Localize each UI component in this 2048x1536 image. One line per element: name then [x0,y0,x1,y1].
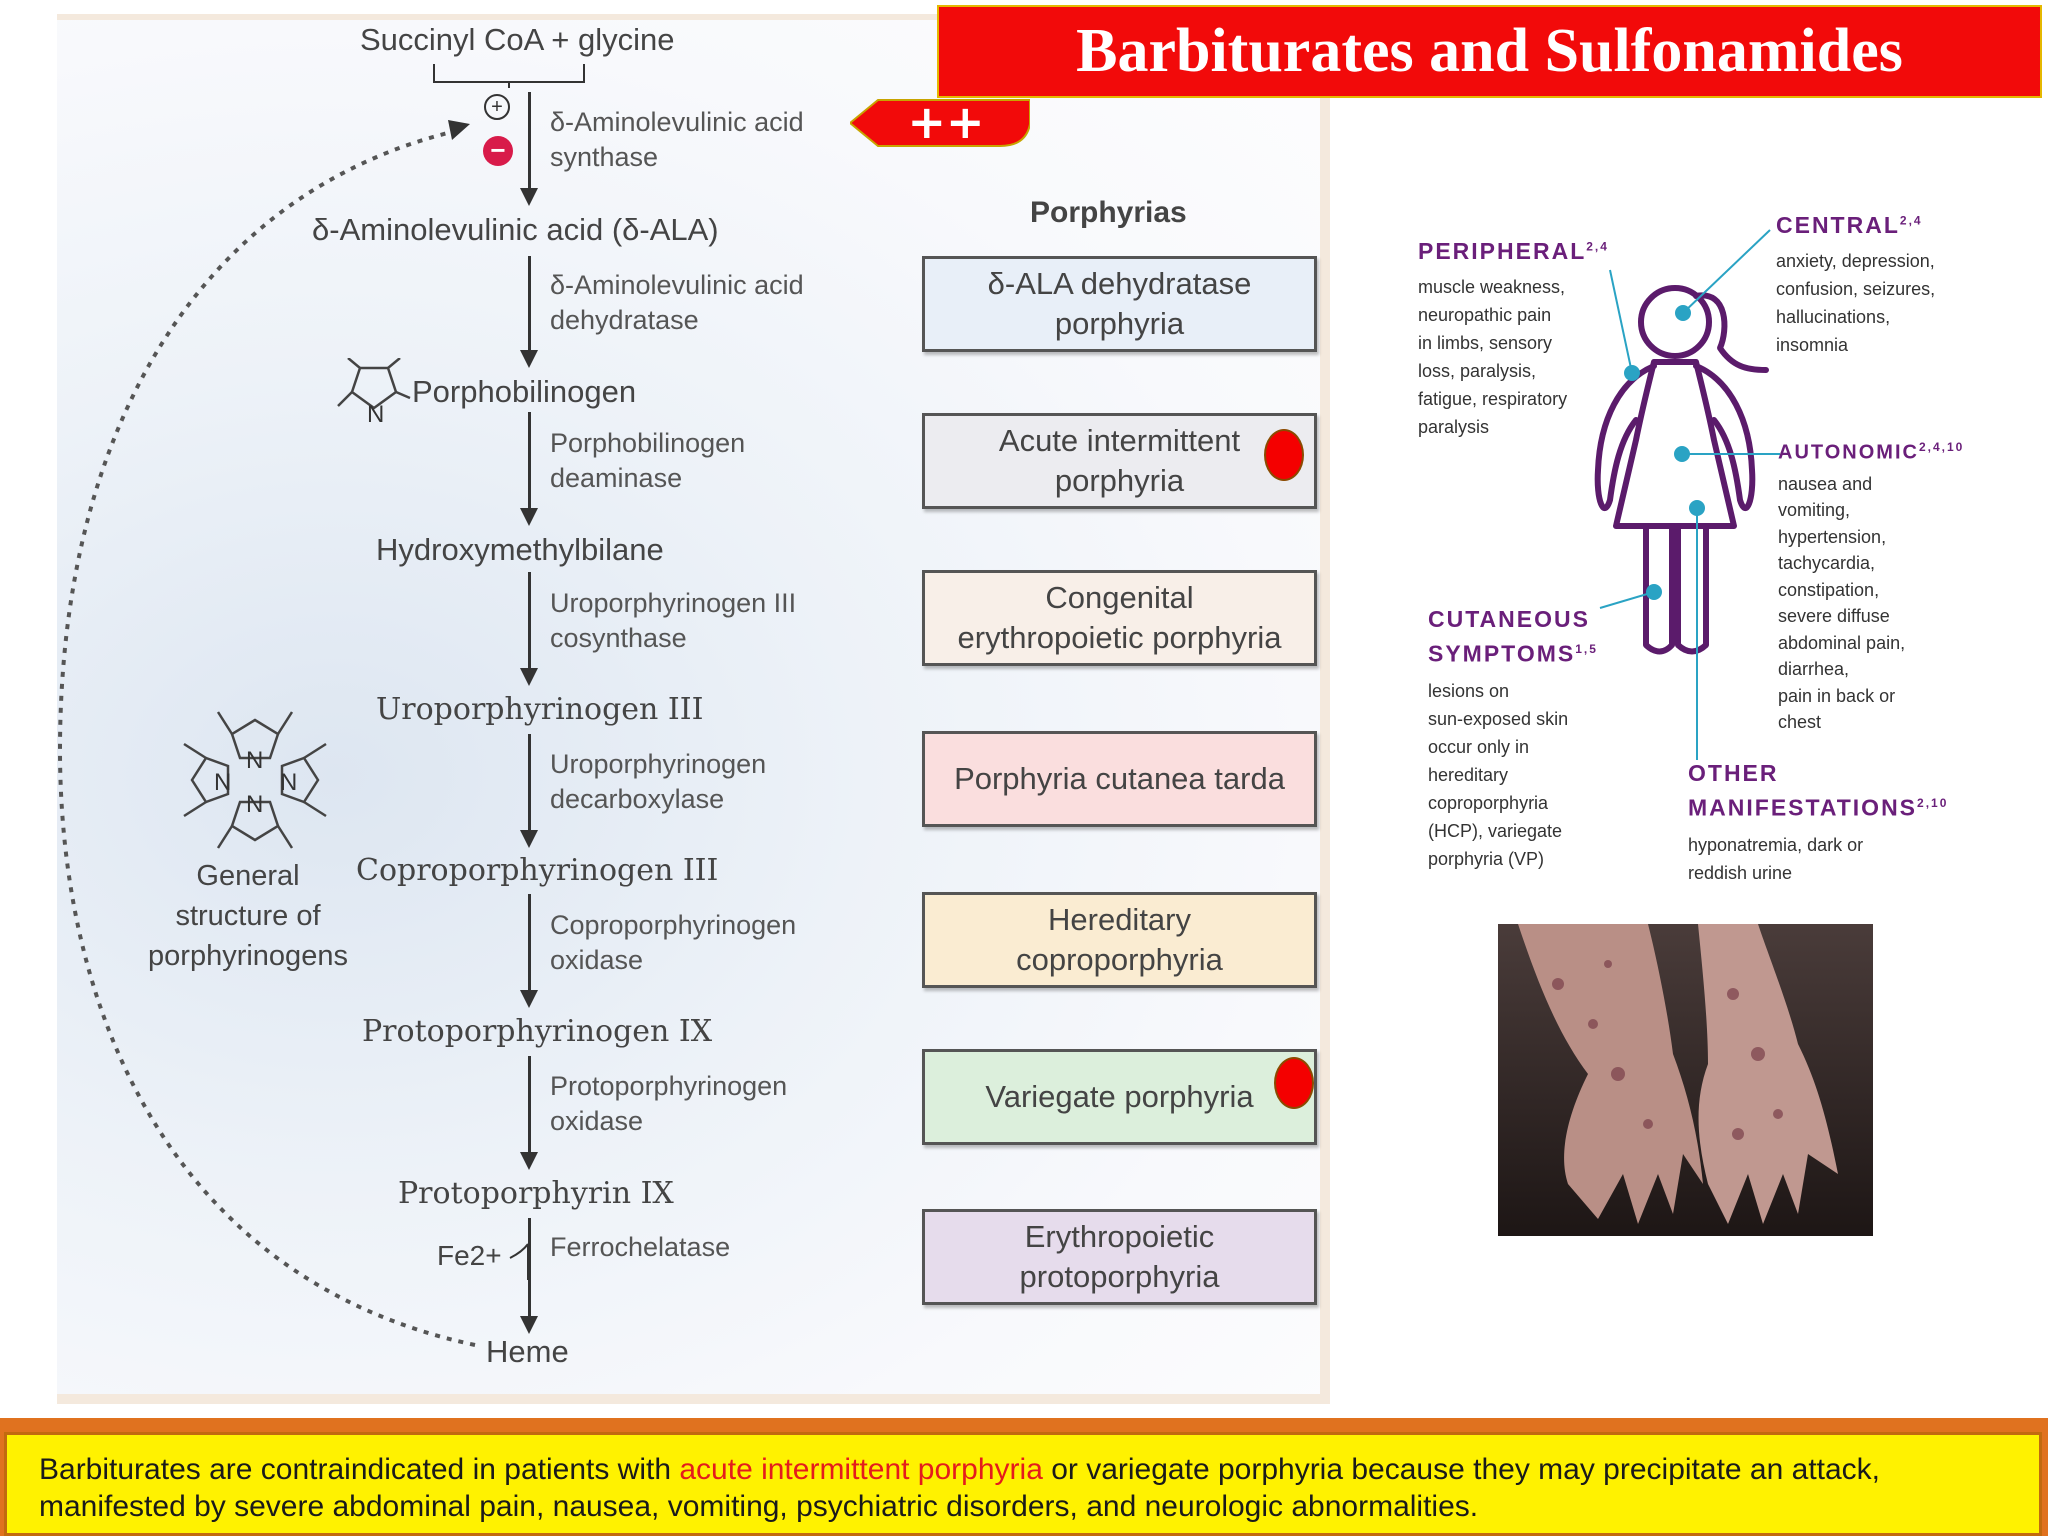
arrow-head-7 [520,1152,538,1170]
porphyrinogen-structure-icon: N N N N [183,711,327,849]
iron-label: Fe2+ [437,1240,502,1271]
enzyme-ferrochelatase: Ferrochelatase [550,1232,731,1262]
caption-highlight: acute intermittent porphyria [679,1453,1043,1486]
slide-title: Barbiturates and Sulfonamides [937,5,2042,98]
pyrrole-structure-icon: N [337,358,411,426]
metabolite-protoporphyrin-ix: Protoporphyrin IX [398,1176,674,1211]
other-heading: OTHER MANIFESTATIONS2,10 [1688,760,1949,821]
arrow-4 [528,572,531,672]
metabolite-coproporphyrinogen-iii: Coproporphyrinogen III [356,853,719,888]
arrow-7 [528,1056,531,1156]
arrow-head-6 [520,990,538,1008]
marker-variegate [1274,1057,1314,1109]
peripheral-heading: PERIPHERAL2,4 [1418,238,1609,264]
iron-join-curve [509,1243,529,1280]
symptom-connectors [1599,229,1780,760]
svg-text:N: N [246,747,263,774]
pathway-start: Succinyl CoA + glycine [360,22,675,57]
arrow-2 [528,256,531,356]
porphyrinogen-structure-caption: General structure of porphyrinogens [148,860,348,972]
svg-text:N: N [246,791,263,818]
autonomic-heading: AUTONOMIC2,4,10 [1778,440,1965,464]
peripheral-text: muscle weakness,neuropathic pain in limb… [1418,277,1568,437]
porphyria-variegate: Variegate porphyria [922,1049,1317,1145]
plus-tag-icon: ++ [850,98,1030,148]
porphyria-acute-intermittent: Acute intermittent porphyria [922,413,1317,509]
cutaneous-heading: CUTANEOUS SYMPTOMS1,5 [1428,606,1598,667]
svg-text:++: ++ [907,98,984,148]
svg-text:N: N [280,769,297,796]
arrow-head-2 [520,350,538,368]
pathway-panel [57,14,1330,1404]
porphyria-hereditary-coproporphyria: Hereditary coproporphyria [922,892,1317,988]
porphyria-cutanea-tarda: Porphyria cutanea tarda [922,731,1317,827]
central-group: CENTRAL2,4 anxiety, depression,confusion… [1776,212,1935,359]
person-figure-icon [1594,285,1769,655]
metabolite-ala: δ-Aminolevulinic acid (δ-ALA) [312,212,719,247]
other-manifestations-group: OTHER MANIFESTATIONS2,10 hyponatremia, d… [1688,758,1948,887]
arrow-head-3 [520,508,538,526]
arrow-3 [528,412,531,512]
marker-acute-intermittent [1264,429,1304,481]
start-bracket [433,64,585,88]
arrow-head-5 [520,830,538,848]
metabolite-hydroxymethylbilane: Hydroxymethylbilane [376,532,664,567]
porphyrias-heading: Porphyrias [1030,196,1187,229]
metabolite-heme: Heme [486,1334,569,1369]
arrow-6 [528,894,531,994]
skin-lesions-photo [1498,924,1873,1236]
caption-text: Barbiturates are contraindicated in pati… [4,1432,2042,1536]
metabolite-uroporphyrinogen-iii: Uroporphyrinogen III [376,692,704,727]
arrow-8 [528,1218,531,1322]
central-text: anxiety, depression,confusion, seizures,… [1776,251,1936,355]
arrow-head-1 [520,188,538,206]
porphyria-erythropoietic-protoporphyria: Erythropoietic protoporphyria [922,1209,1317,1305]
svg-text:N: N [367,401,384,426]
negative-feedback-icon: − [483,136,513,166]
central-heading: CENTRAL2,4 [1776,212,1923,238]
porphyria-ala-dehydratase: δ-ALA dehydratase porphyria [922,256,1317,352]
metabolite-protoporphyrinogen-ix: Protoporphyrinogen IX [362,1014,713,1049]
svg-text:N: N [214,769,231,796]
porphyria-congenital-erythropoietic: Congenital erythropoietic porphyria [922,570,1317,666]
metabolite-porphobilinogen: Porphobilinogen [412,374,637,409]
peripheral-group: PERIPHERAL2,4 muscle weakness,neuropathi… [1418,238,1609,441]
feedback-inhibition-arc [57,120,476,1347]
arrow-5 [528,734,531,834]
arrow-1 [528,92,531,192]
positive-regulation-icon: + [484,94,510,120]
arrow-head-8 [520,1316,538,1334]
arrow-head-4 [520,668,538,686]
